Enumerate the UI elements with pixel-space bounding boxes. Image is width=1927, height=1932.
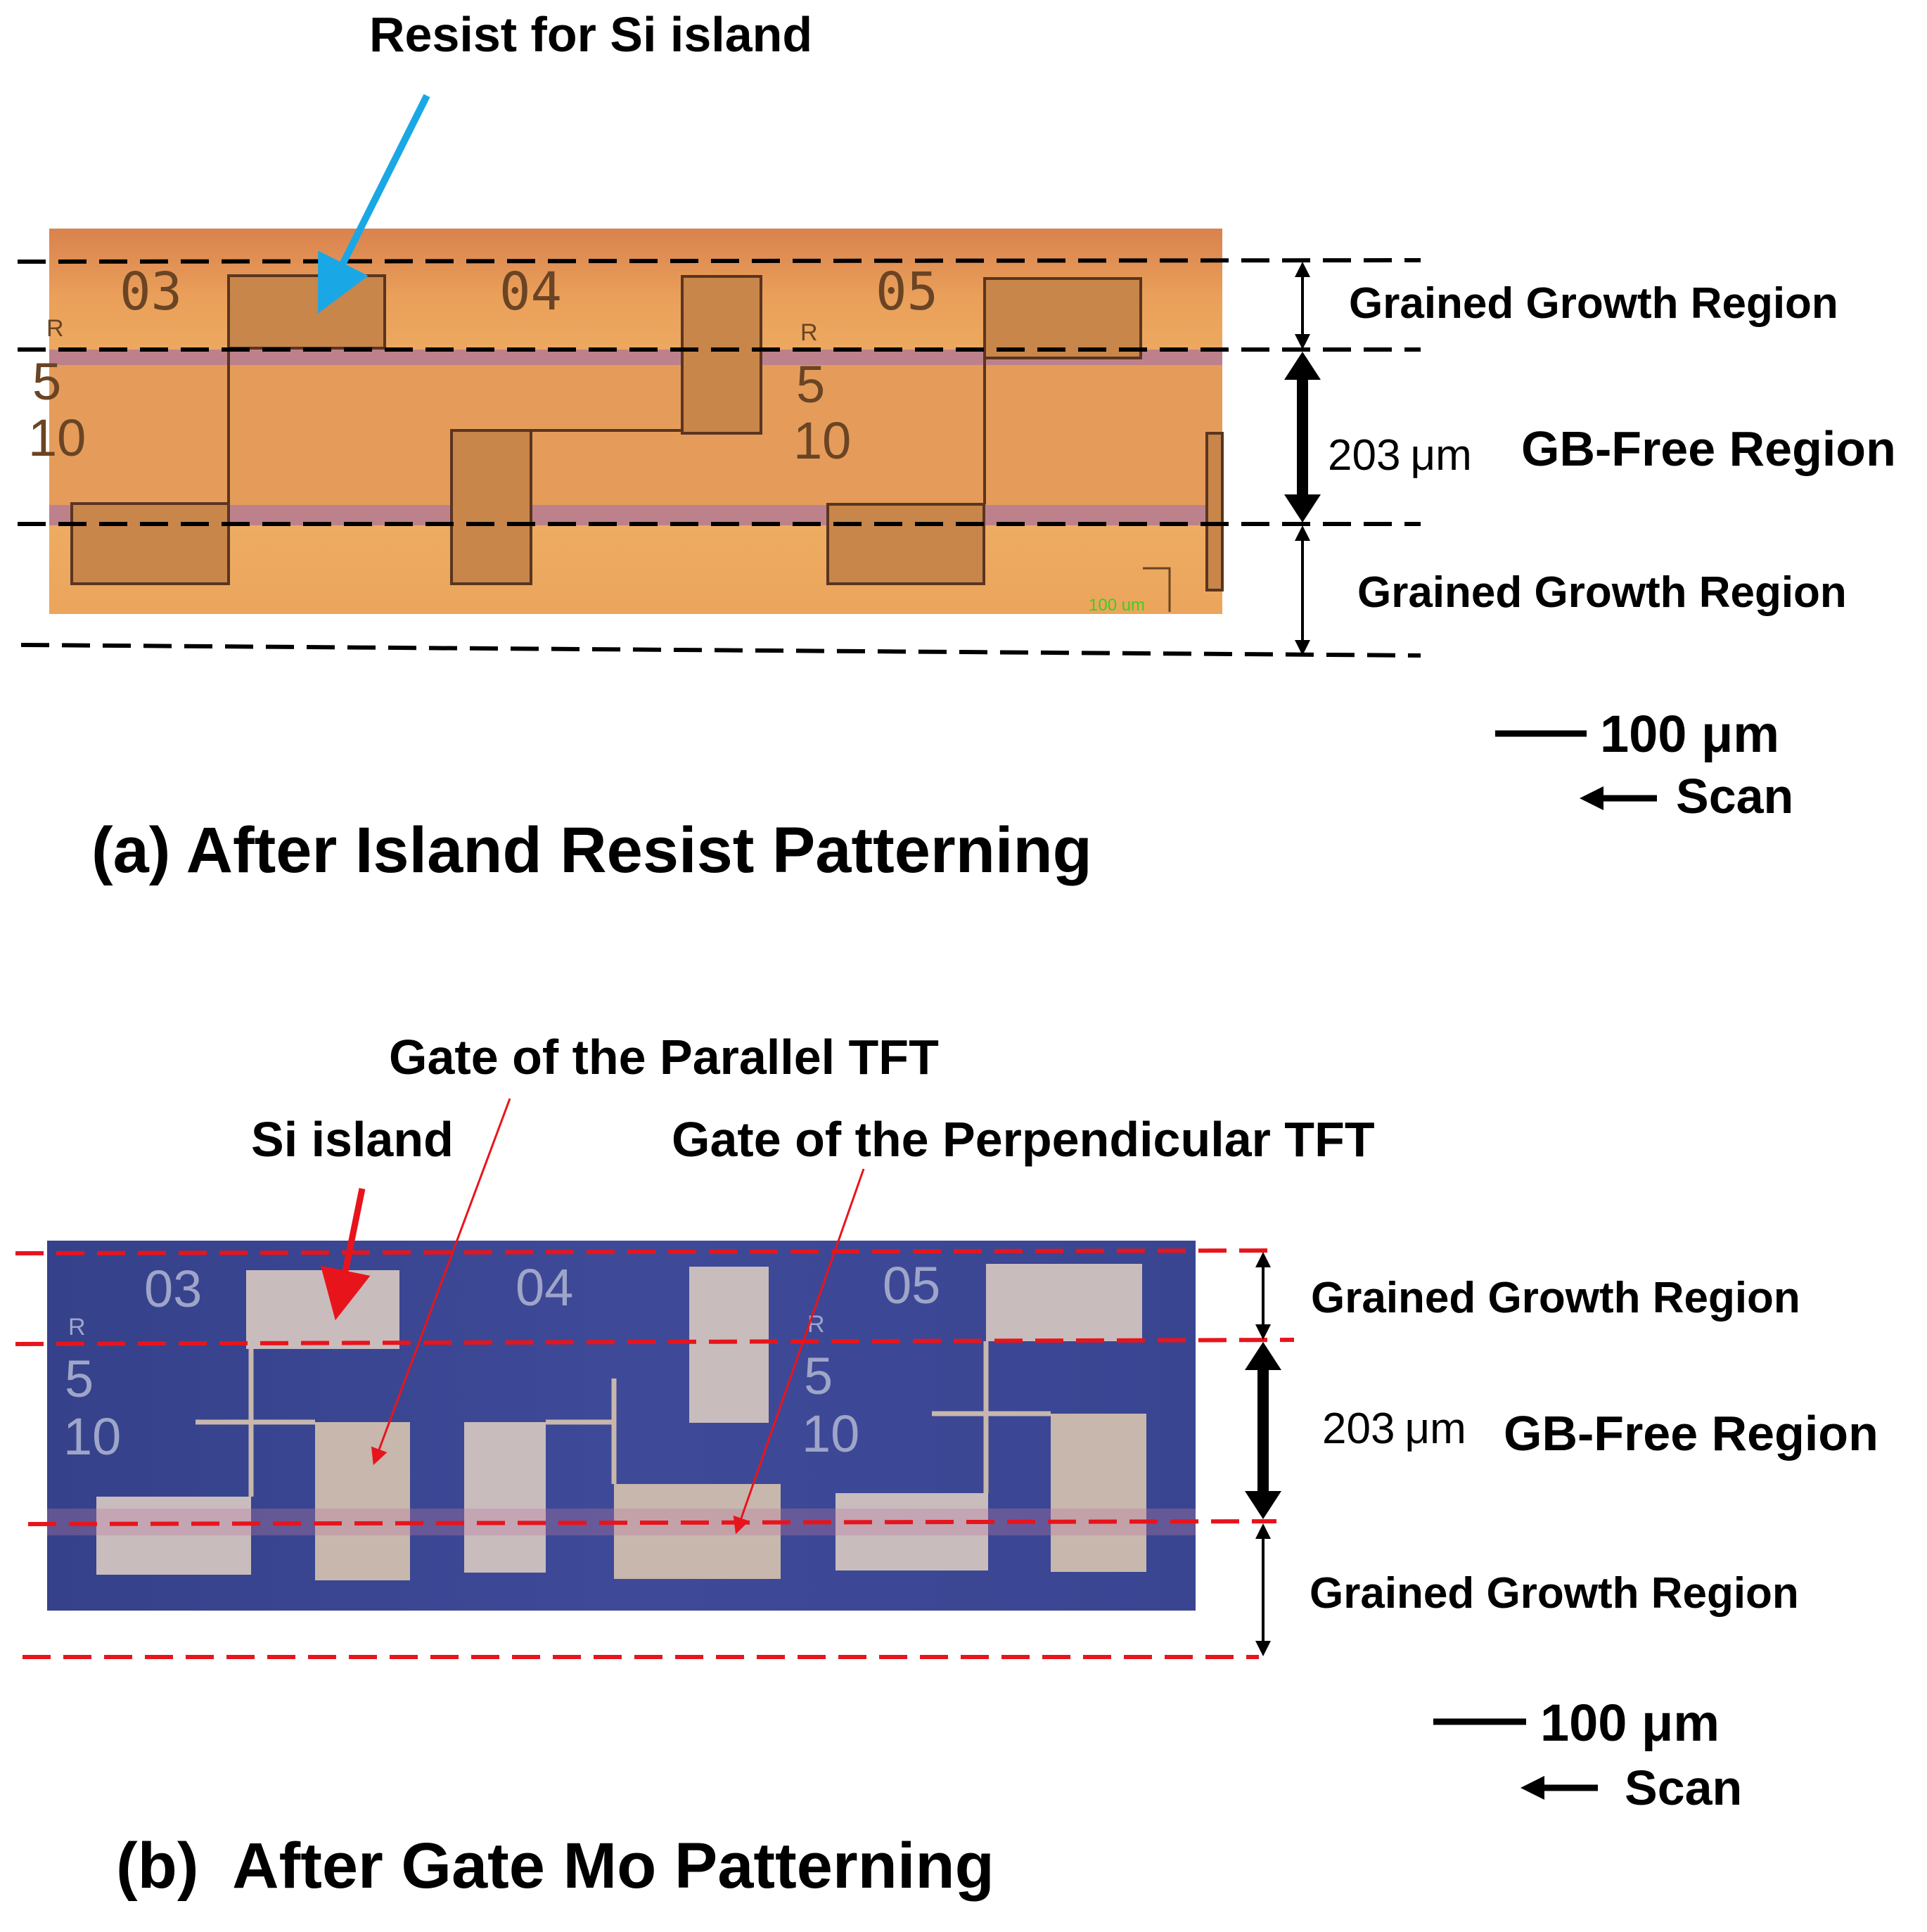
region-bottom-b: Grained Growth Region bbox=[1310, 1569, 1799, 1618]
callout-parallel: Gate of the Parallel TFT bbox=[389, 1030, 939, 1085]
micrograph-a: 03 04 05 R 5 10 R 5 10 100 um bbox=[28, 229, 1224, 615]
micro-scale-a: 100 um bbox=[1089, 567, 1171, 615]
region-top-b: Grained Growth Region bbox=[1311, 1274, 1800, 1322]
side-mark-5: 5 bbox=[65, 1350, 94, 1408]
callout-arrow-a bbox=[318, 94, 430, 314]
die-labels-b: 03 04 05 bbox=[144, 1256, 940, 1318]
micro-scale-label: 100 um bbox=[1089, 596, 1145, 615]
si-island bbox=[689, 1267, 769, 1423]
region-bottom-a: Grained Growth Region bbox=[1357, 568, 1847, 617]
callout-arrow-si bbox=[320, 1188, 371, 1321]
resist-island bbox=[450, 429, 532, 585]
die-labels-a: 03 04 05 bbox=[120, 262, 938, 322]
side-mark-5: 5 bbox=[796, 355, 825, 414]
scale-bar-label-a: 100 μm bbox=[1600, 705, 1779, 763]
gate-pads-b bbox=[315, 1414, 1146, 1580]
side-mark-5: 5 bbox=[804, 1347, 833, 1405]
callout-perpendicular: Gate of the Perpendicular TFT bbox=[672, 1112, 1375, 1167]
side-mark-10: 10 bbox=[63, 1407, 121, 1466]
guide-lines-a bbox=[17, 258, 1421, 658]
scan-direction-b: Scan bbox=[1521, 1760, 1742, 1815]
callout-resist: Resist for Si island bbox=[369, 7, 812, 62]
si-island bbox=[464, 1422, 546, 1573]
side-mark-5: 5 bbox=[32, 352, 61, 411]
gate-parallel-pad bbox=[1051, 1414, 1146, 1572]
side-mark-10: 10 bbox=[28, 409, 86, 467]
scan-direction-a: Scan bbox=[1580, 769, 1793, 824]
width-unit-a: μm bbox=[1410, 431, 1471, 480]
side-marks-a: R 5 10 R 5 10 bbox=[28, 315, 851, 470]
resist-island bbox=[826, 503, 985, 585]
callout-arrows-b bbox=[320, 1098, 865, 1535]
guide-lines-b bbox=[15, 1248, 1295, 1659]
scan-label-a: Scan bbox=[1676, 769, 1793, 824]
gb-free-band-a bbox=[49, 350, 1222, 525]
callout-arrow-perpendicular bbox=[733, 1168, 865, 1535]
region-mid-b: GB-Free Region bbox=[1504, 1406, 1878, 1461]
die-label-05: 05 bbox=[883, 1256, 940, 1314]
gate-lines-b bbox=[196, 1341, 1051, 1497]
gate-perpendicular-pad bbox=[614, 1484, 781, 1579]
resist-island bbox=[227, 274, 386, 350]
resist-island bbox=[70, 502, 230, 585]
si-island bbox=[96, 1497, 251, 1575]
panel-a: 03 04 05 R 5 10 R 5 10 100 um bbox=[17, 7, 1896, 886]
micrograph-b: 03 04 05 R 5 10 R 5 10 bbox=[47, 1241, 1196, 1611]
dimension-arrows-a bbox=[1284, 262, 1321, 655]
panel-b: 03 04 05 R 5 10 R 5 10 bbox=[15, 1030, 1878, 1902]
resist-island bbox=[681, 275, 762, 435]
side-mark-10: 10 bbox=[793, 411, 851, 470]
band-edge-top-a bbox=[49, 350, 1222, 365]
resist-island bbox=[983, 277, 1142, 359]
width-number-b: 203 bbox=[1322, 1405, 1395, 1453]
si-island bbox=[246, 1270, 399, 1349]
side-mark-r: R bbox=[68, 1314, 86, 1341]
scale-bar-label-b: 100 μm bbox=[1540, 1694, 1720, 1752]
side-mark-r: R bbox=[46, 315, 64, 342]
width-number-a: 203 bbox=[1328, 431, 1400, 480]
die-label-04: 04 bbox=[499, 262, 562, 322]
width-unit-b: μm bbox=[1404, 1405, 1466, 1453]
caption-a: (a) After Island Resist Patterning bbox=[91, 814, 1092, 886]
region-top-a: Grained Growth Region bbox=[1349, 279, 1838, 328]
scan-label-b: Scan bbox=[1625, 1760, 1742, 1815]
region-mid-a: GB-Free Region bbox=[1521, 421, 1896, 476]
callout-si: Si island bbox=[251, 1112, 454, 1167]
si-islands-b bbox=[96, 1264, 1142, 1575]
si-island bbox=[986, 1264, 1142, 1341]
caption-b: (b) After Gate Mo Patterning bbox=[116, 1830, 994, 1902]
die-label-04: 04 bbox=[516, 1258, 573, 1317]
gate-parallel-pad bbox=[315, 1422, 410, 1580]
die-label-03: 03 bbox=[144, 1260, 202, 1318]
side-mark-r: R bbox=[800, 319, 818, 346]
die-label-03: 03 bbox=[120, 262, 182, 322]
scale-bar-b: 100 μm bbox=[1433, 1694, 1720, 1752]
alignment-lines-a bbox=[227, 348, 986, 504]
die-label-05: 05 bbox=[876, 262, 938, 322]
callout-arrow-parallel bbox=[371, 1098, 511, 1466]
si-island bbox=[836, 1493, 988, 1570]
dimension-arrows-b bbox=[1245, 1252, 1281, 1656]
resist-island bbox=[1205, 432, 1224, 591]
side-mark-10: 10 bbox=[802, 1405, 859, 1463]
scale-bar-a: 100 μm bbox=[1495, 705, 1779, 763]
